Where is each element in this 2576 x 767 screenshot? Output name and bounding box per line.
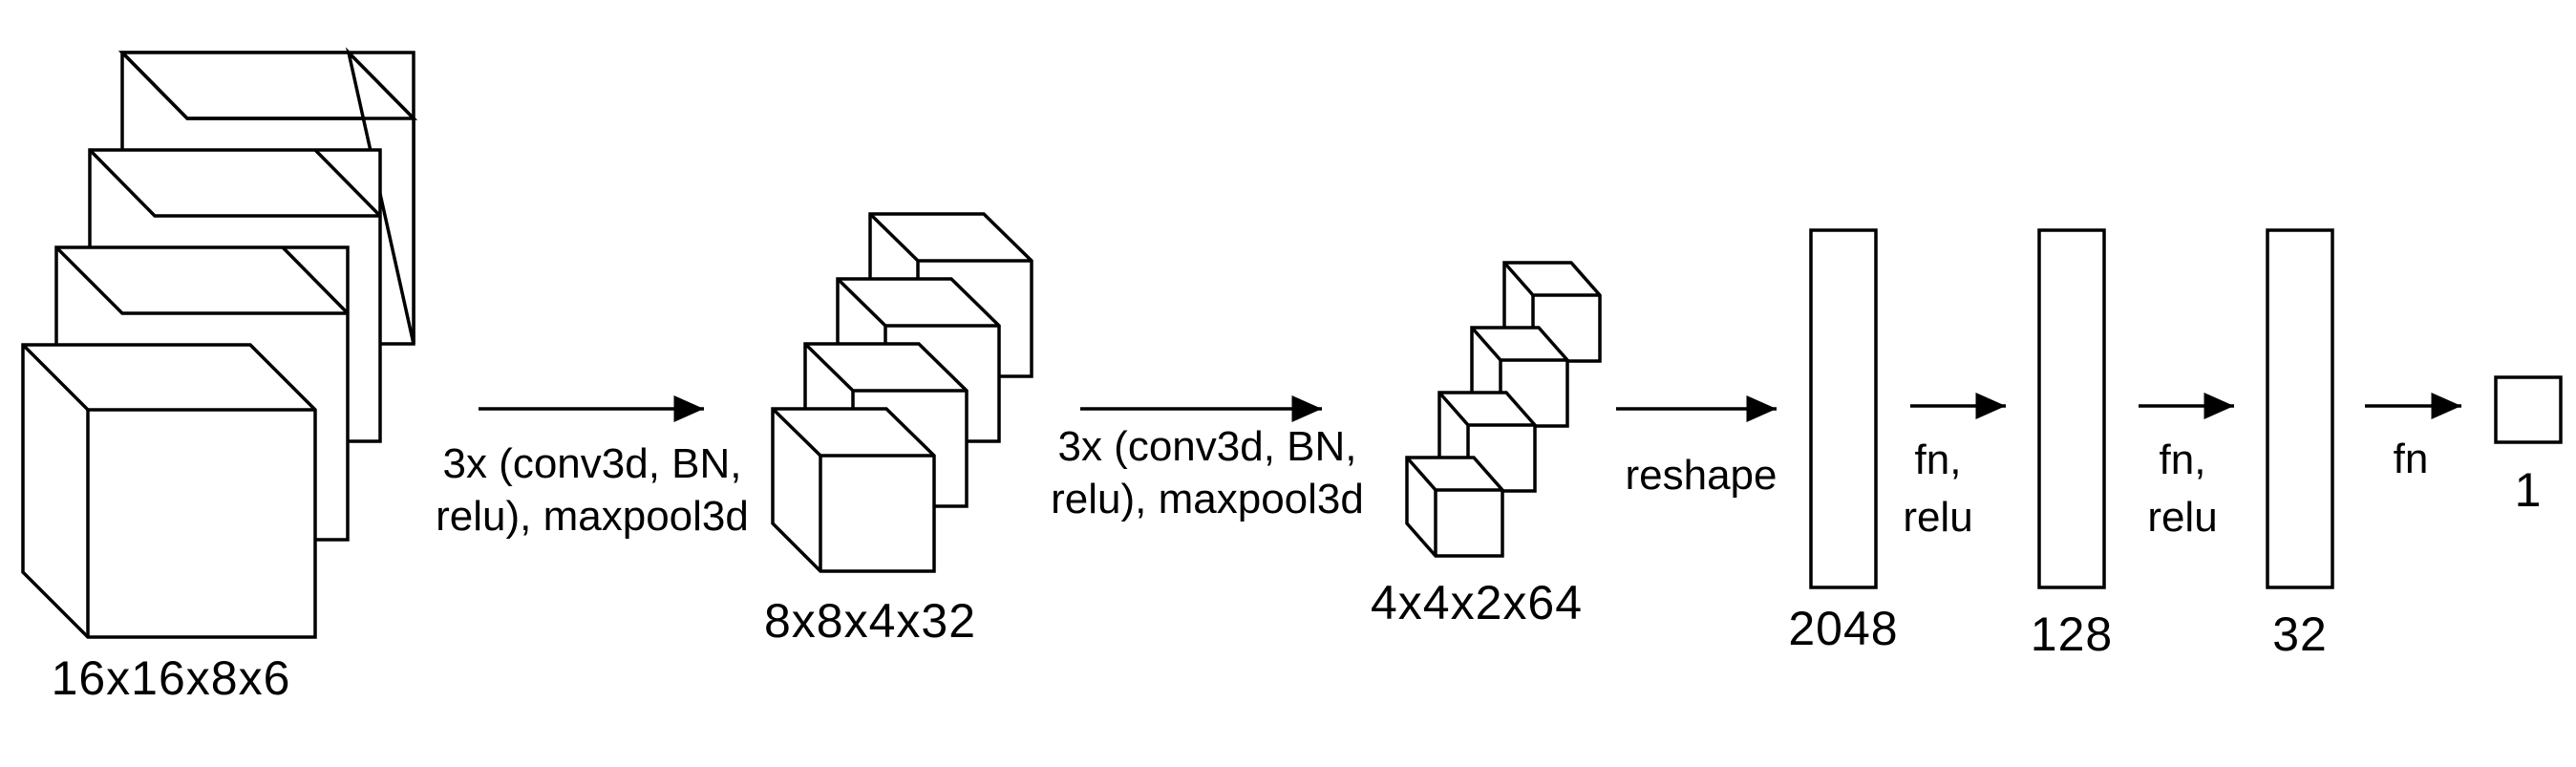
arrow-4-label-line-2: relu	[1903, 494, 1972, 541]
arrow-4-label-line-1: fn,	[1915, 437, 1962, 483]
arrow-6-label: fn	[2394, 436, 2429, 482]
block1-cube-stack	[771, 212, 1033, 573]
fc-layer-128	[2037, 228, 2106, 589]
arrow-3-label: reshape	[1625, 452, 1777, 499]
fc-2048-label: 2048	[1788, 602, 1898, 655]
block2-cube-1	[1405, 456, 1504, 558]
fc-32-label: 32	[2272, 607, 2328, 661]
fc-128-label: 128	[2031, 607, 2113, 661]
arrow-5-label-line-1: fn,	[2160, 437, 2206, 483]
input-cube-stack	[21, 47, 418, 639]
input-dim-label: 16x16x8x6	[52, 651, 291, 705]
arrow-1-label-line-2: relu), maxpool3d	[436, 493, 749, 540]
block1-cube-1	[771, 407, 936, 573]
arrow-1-label-line-1: 3x (conv3d, BN,	[442, 440, 741, 487]
block1-dim-label: 8x8x4x32	[764, 594, 976, 648]
block2-dim-label: 4x4x2x64	[1371, 576, 1583, 629]
fc-layer-2048	[1809, 228, 1878, 589]
output-node	[2494, 375, 2563, 444]
arrow-5-label-line-2: relu	[2147, 494, 2217, 541]
input-cube-1	[21, 343, 317, 639]
arrow-2-label-line-1: 3x (conv3d, BN,	[1057, 423, 1356, 470]
output-label: 1	[2515, 463, 2543, 517]
block2-cube-stack	[1405, 261, 1602, 558]
fc-layer-32	[2266, 228, 2334, 589]
arrow-2-label-line-2: relu), maxpool3d	[1051, 476, 1364, 522]
